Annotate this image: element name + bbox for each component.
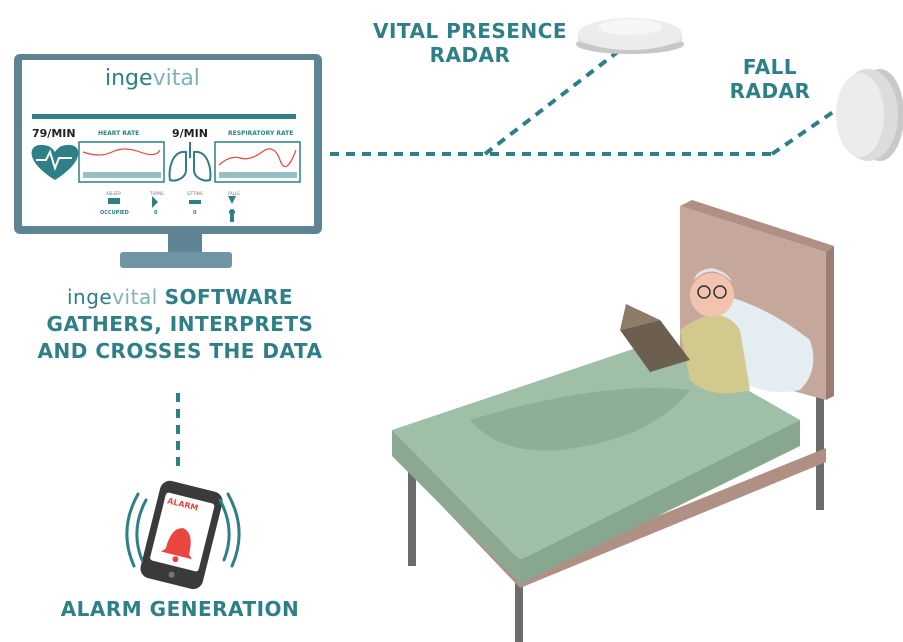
status-sitting-label: SITTING [187, 191, 203, 196]
bed-scene [392, 200, 834, 642]
monitor-logo: ingevital [105, 66, 200, 91]
alarm-generation-label: ALARM GENERATION [60, 597, 300, 621]
heart-icon [31, 144, 79, 180]
status-asleep-value: OCCUPIED [100, 210, 129, 216]
fall-radar-device [836, 69, 903, 161]
vital-presence-radar-device [576, 18, 684, 54]
heart-rate-value: 79/MIN [32, 127, 76, 140]
respiratory-label: RESPIRATORY RATE [228, 130, 294, 137]
software-logo: ingevital [66, 285, 158, 309]
heart-rate-label: HEART RATE [98, 130, 140, 137]
line-to-fall-radar [770, 108, 838, 156]
fall-icon [228, 196, 236, 204]
book-icon [620, 320, 690, 372]
monitor [14, 54, 322, 268]
software-line-3: AND CROSSES THE DATA [37, 339, 323, 363]
status-turns-label: TURNS [150, 191, 164, 196]
lungs-icon [168, 142, 212, 182]
status-falls-label: FALLS [228, 191, 240, 196]
bell-icon [160, 528, 192, 560]
respiratory-value: 9/MIN [172, 127, 208, 140]
software-caption: ingevital SOFTWARE GATHERS, INTERPRETS A… [30, 284, 330, 365]
line-to-vital-radar [483, 48, 622, 156]
status-turns-value: 0 [154, 210, 158, 216]
vibration-waves [125, 492, 241, 568]
turn-icon [152, 196, 158, 208]
status-icons [108, 196, 236, 222]
status-sitting-value: 0 [193, 210, 197, 216]
phone-alarm [140, 480, 223, 590]
bed-icon [108, 198, 120, 204]
software-line-1: SOFTWARE [164, 285, 294, 309]
connection-lines [176, 48, 838, 470]
vital-presence-radar-label: VITAL PRESENCE RADAR [372, 19, 568, 67]
status-asleep-label: ASLEEP [106, 191, 121, 196]
sitting-icon [189, 200, 201, 204]
fall-radar-label: FALL RADAR [729, 55, 811, 103]
software-line-2: GATHERS, INTERPRETS [46, 312, 314, 336]
